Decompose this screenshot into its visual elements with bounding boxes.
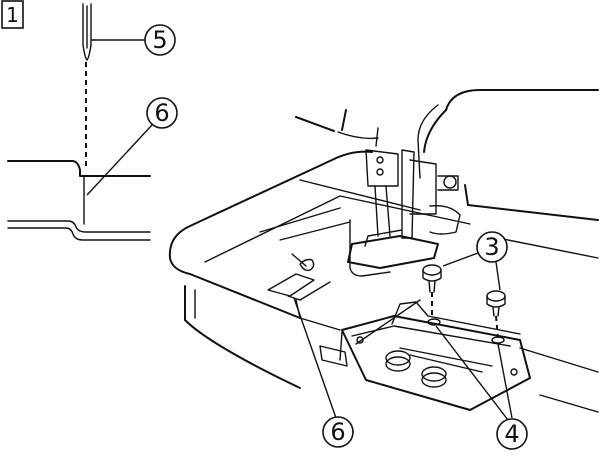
plate-cross-section	[7, 160, 151, 241]
callout-groove-inset	[146, 97, 178, 129]
screw	[422, 264, 442, 293]
callout-screw-holes: 4	[435, 325, 528, 450]
callout-needle	[144, 24, 176, 56]
presser-foot	[295, 109, 461, 269]
callout-groove-inset-label: 6	[154, 99, 169, 127]
needle-inset: 5 6	[7, 3, 178, 241]
adjustment-knob	[385, 350, 411, 372]
attachment-plate	[295, 299, 531, 411]
step-number: 1	[6, 3, 19, 27]
adjustment-knob	[421, 366, 447, 388]
screw-hole	[427, 318, 441, 326]
callout-guide-marking-label: 6	[330, 418, 345, 446]
callout-screw-holes-label: 4	[504, 420, 519, 448]
machine-body	[168, 89, 599, 413]
callout-screws: 3	[442, 231, 508, 291]
needle	[82, 3, 92, 61]
callout-guide-marking: 6	[293, 297, 354, 448]
screw	[486, 290, 506, 317]
callout-screws-label: 3	[484, 233, 499, 261]
guide-marking	[267, 273, 331, 301]
callout-needle-label: 5	[152, 26, 167, 54]
step-label: 1	[1, 0, 24, 29]
